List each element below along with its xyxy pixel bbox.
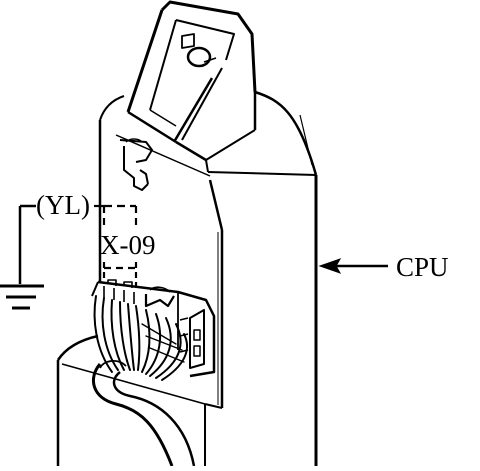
cable-sheath <box>91 360 196 467</box>
mounting-hole <box>186 46 212 68</box>
ground-wire <box>18 204 36 284</box>
wire-callout-leader <box>94 204 138 290</box>
component-label: CPU <box>396 252 449 282</box>
connector-id-label: X-09 <box>100 230 156 260</box>
connector-x09 <box>91 279 216 378</box>
ground-symbol-icon <box>0 284 44 310</box>
arrow-left-icon <box>318 258 388 274</box>
side-clip <box>119 138 153 191</box>
cpu-body <box>98 90 318 466</box>
mounting-bracket <box>126 0 257 173</box>
cpu-lower-block <box>56 334 206 466</box>
wire-color-label: (YL) <box>36 190 90 220</box>
wire-bundle <box>93 295 189 381</box>
